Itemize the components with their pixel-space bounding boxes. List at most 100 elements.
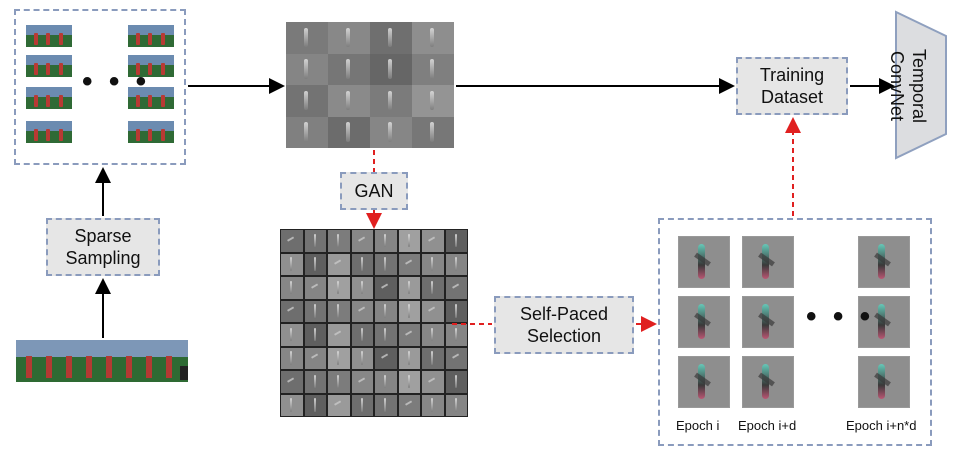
grid-tile	[328, 22, 370, 54]
generated-sample-tile	[281, 347, 303, 369]
generated-sample-tile	[375, 277, 397, 299]
sampled-frames-box: • • •	[14, 9, 186, 165]
training-dataset-label: Training Dataset	[759, 65, 825, 107]
generated-sample-tile	[304, 230, 326, 252]
frame-thumbnail	[128, 55, 174, 77]
generated-sample-tile	[445, 300, 467, 322]
epoch-sample	[858, 236, 910, 288]
generated-sample-tile	[445, 230, 467, 252]
generated-sample-tile	[328, 300, 350, 322]
frame-thumbnail	[26, 25, 72, 47]
generated-samples-grid	[280, 229, 468, 417]
epoch-sample	[742, 236, 794, 288]
generated-sample-tile	[422, 277, 444, 299]
epoch-caption: Epoch i+d	[738, 418, 797, 433]
epoch-sample	[742, 296, 794, 348]
grid-tile	[286, 22, 328, 54]
frame-thumbnail	[128, 25, 174, 47]
temporal-convnet-label: Temporal ConvNet	[885, 26, 931, 146]
generated-sample-tile	[304, 394, 326, 416]
generated-sample-tile	[281, 324, 303, 346]
generated-sample-tile	[304, 324, 326, 346]
epoch-sample	[742, 356, 794, 408]
generated-sample-tile	[281, 230, 303, 252]
generated-sample-tile	[304, 347, 326, 369]
generated-sample-tile	[422, 253, 444, 275]
epoch-sample	[678, 296, 730, 348]
generated-sample-tile	[422, 371, 444, 393]
frame-thumbnail	[128, 87, 174, 109]
grid-tile	[412, 85, 454, 117]
generated-sample-tile	[351, 347, 373, 369]
grid-tile	[286, 53, 328, 85]
ellipsis: • • •	[806, 300, 875, 333]
generated-sample-tile	[351, 324, 373, 346]
generated-sample-tile	[398, 347, 420, 369]
generated-sample-tile	[328, 230, 350, 252]
grid-tile	[286, 85, 328, 117]
epochs-box: • • • Epoch i Epoch i+d Epoch i+n*d	[658, 218, 932, 446]
grid-tile	[328, 116, 370, 148]
generated-sample-tile	[351, 371, 373, 393]
generated-sample-tile	[375, 324, 397, 346]
generated-sample-tile	[398, 300, 420, 322]
generated-sample-tile	[328, 277, 350, 299]
generated-sample-tile	[281, 300, 303, 322]
epoch-sample	[858, 296, 910, 348]
generated-sample-tile	[304, 371, 326, 393]
generated-sample-tile	[398, 324, 420, 346]
epoch-sample	[678, 356, 730, 408]
generated-sample-tile	[304, 253, 326, 275]
epoch-caption: Epoch i+n*d	[846, 418, 917, 433]
training-dataset-box: Training Dataset	[736, 57, 848, 115]
generated-sample-tile	[351, 300, 373, 322]
epoch-caption: Epoch i	[676, 418, 720, 433]
generated-sample-tile	[445, 324, 467, 346]
grid-tile	[370, 116, 412, 148]
generated-sample-tile	[445, 371, 467, 393]
generated-sample-tile	[328, 253, 350, 275]
generated-sample-tile	[328, 347, 350, 369]
grid-tile	[286, 116, 328, 148]
generated-sample-tile	[351, 253, 373, 275]
gan-label: GAN	[354, 181, 394, 201]
epoch-sample	[858, 356, 910, 408]
sparse-sampling-box: Sparse Sampling	[46, 218, 160, 276]
input-video-strip	[16, 340, 188, 382]
grid-tile	[412, 116, 454, 148]
generated-sample-tile	[375, 394, 397, 416]
generated-sample-tile	[281, 253, 303, 275]
frame-thumbnail	[128, 121, 174, 143]
generated-sample-tile	[445, 347, 467, 369]
epoch-sample	[678, 236, 730, 288]
generated-sample-tile	[375, 253, 397, 275]
generated-sample-tile	[351, 277, 373, 299]
self-paced-selection-box: Self-Paced Selection	[494, 296, 634, 354]
self-paced-selection-label: Self-Paced Selection	[519, 304, 609, 346]
generated-sample-tile	[398, 277, 420, 299]
grid-tile	[328, 53, 370, 85]
generated-sample-tile	[398, 394, 420, 416]
generated-sample-tile	[328, 371, 350, 393]
frame-thumbnail	[26, 87, 72, 109]
generated-sample-tile	[328, 394, 350, 416]
generated-sample-tile	[281, 371, 303, 393]
grid-tile	[370, 53, 412, 85]
grid-tile	[370, 22, 412, 54]
grid-tile	[328, 85, 370, 117]
generated-sample-tile	[304, 277, 326, 299]
generated-sample-tile	[445, 253, 467, 275]
real-frames-grid	[286, 22, 454, 148]
ellipsis: • • •	[82, 65, 151, 98]
generated-sample-tile	[422, 300, 444, 322]
grid-tile	[412, 53, 454, 85]
generated-sample-tile	[445, 394, 467, 416]
generated-sample-tile	[375, 371, 397, 393]
frame-thumbnail	[26, 55, 72, 77]
temporal-convnet-text: Temporal ConvNet	[887, 48, 929, 124]
generated-sample-tile	[328, 324, 350, 346]
generated-sample-tile	[398, 230, 420, 252]
generated-sample-tile	[375, 230, 397, 252]
generated-sample-tile	[351, 230, 373, 252]
